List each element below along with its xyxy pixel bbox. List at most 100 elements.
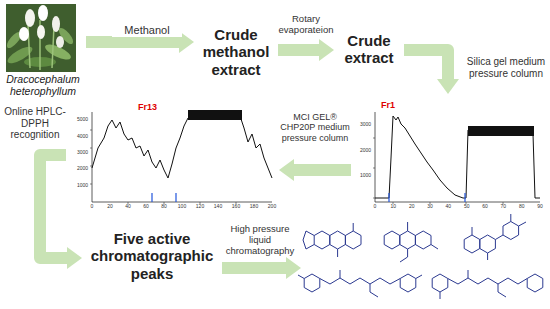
axis-tick-label: 40	[446, 204, 452, 209]
axis-tick-label: 60	[143, 204, 149, 209]
chromatogram-panel: Fr13	[70, 98, 275, 216]
bond	[448, 278, 527, 284]
axis-tick-label: 60	[482, 204, 488, 209]
axis-tick-label: 100	[178, 204, 186, 209]
arrow-shaft	[291, 164, 351, 176]
flower	[37, 25, 45, 39]
step-label: Online HPLC-DPPH recognition	[2, 106, 68, 141]
chromatogram	[373, 112, 540, 204]
fraction-mark	[389, 193, 465, 202]
flow-arrow	[222, 257, 301, 279]
axis-tick-label: 80	[161, 204, 167, 209]
bond	[472, 214, 526, 260]
bond	[400, 222, 438, 262]
axis-tick-label: 20	[107, 204, 113, 209]
flow-arrow	[278, 39, 334, 61]
arrow-shaft	[404, 50, 448, 82]
axis-tick-label: 40	[125, 204, 131, 209]
axis	[92, 112, 272, 202]
step-label: Silica gel medium pressure column	[466, 56, 546, 79]
flower	[56, 36, 64, 48]
ring	[384, 231, 400, 249]
arrow-shaft	[40, 155, 70, 258]
axis-tick-label: 1000	[70, 183, 88, 188]
ring	[503, 222, 519, 240]
ring	[432, 274, 448, 292]
plant-node: Dracocephalum heterophyllum	[4, 3, 82, 102]
ring	[415, 231, 431, 249]
bond	[303, 231, 314, 249]
axis-tick-label: 70	[501, 204, 507, 209]
arrowhead	[437, 79, 459, 94]
axis-tick-label: 90	[537, 204, 543, 209]
ring	[330, 231, 346, 249]
axis-tick-label: 0	[91, 204, 94, 209]
axis-tick-label: 2000	[353, 148, 371, 153]
arrowhead	[319, 39, 334, 61]
flow-arrow	[40, 155, 82, 269]
bond	[298, 270, 422, 297]
axis-tick-label: 140	[214, 204, 222, 209]
chemical-structures	[298, 214, 543, 299]
axis	[375, 112, 540, 202]
arrowhead	[67, 247, 82, 269]
axis-tick-label: 80	[519, 204, 525, 209]
ring	[400, 274, 416, 292]
axis-tick-label: 5000	[70, 117, 88, 122]
arrow-shaft	[278, 44, 322, 56]
ring	[480, 235, 496, 253]
node-text: Crude extract	[338, 32, 400, 67]
flow-arrow	[279, 159, 351, 181]
process-step: Crude methanol extract	[198, 24, 274, 82]
fraction-mark	[152, 193, 176, 202]
node-text: Dracocephalum heterophyllum	[4, 73, 82, 97]
chromatogram-panel: Fr1	[355, 98, 545, 216]
arrow-shaft	[86, 36, 182, 48]
axis-tick-label: 1000	[353, 173, 371, 178]
fraction-label: Fr1	[381, 100, 395, 110]
trace	[92, 114, 272, 178]
step-label: Methanol	[112, 24, 182, 37]
axis-tick-label: 200	[268, 204, 276, 209]
axis-tick-label: 50	[464, 204, 470, 209]
flower	[25, 9, 35, 27]
axis-tick-label: 120	[196, 204, 204, 209]
flower	[38, 5, 48, 21]
ring	[304, 274, 320, 292]
bond	[320, 278, 400, 284]
step-label: Rotary evaporateion	[275, 14, 337, 36]
stem	[28, 20, 54, 70]
trace-band	[188, 110, 242, 120]
plant-photo	[5, 4, 76, 72]
ring	[464, 235, 480, 253]
axis-tick-label: 3000	[353, 122, 371, 127]
axis-tick-label: 20	[409, 204, 415, 209]
axis-ticks	[373, 138, 503, 204]
step-label: High pressure liquid chromatography	[220, 224, 300, 257]
flow-arrow	[404, 50, 459, 94]
flower	[19, 27, 29, 41]
ring	[400, 231, 416, 249]
arrow-shaft	[222, 262, 287, 274]
flower	[52, 16, 60, 32]
axis-tick-label: 160	[232, 204, 240, 209]
step-label: MCI GEL® CHP20P medium pressure column	[277, 112, 353, 143]
trace-band	[468, 126, 534, 136]
node-text: Five active chromatographic peaks	[86, 230, 218, 282]
axis-tick-label: 10	[391, 204, 397, 209]
bond	[440, 270, 506, 299]
result-box: Five active chromatographic peaks	[86, 228, 218, 286]
node-text: Crude methanol extract	[198, 26, 274, 78]
axis-tick-label: 4000	[70, 134, 88, 139]
axis-tick-label: 2000	[70, 166, 88, 171]
ring	[527, 274, 543, 292]
axis-tick-label: 30	[427, 204, 433, 209]
fraction-label: Fr13	[138, 102, 157, 112]
bond	[338, 223, 354, 257]
trace	[375, 116, 540, 198]
arrowhead	[279, 159, 294, 181]
ring	[345, 231, 361, 249]
process-step: Crude extract	[338, 30, 400, 71]
axis-tick-label: 3000	[70, 150, 88, 155]
